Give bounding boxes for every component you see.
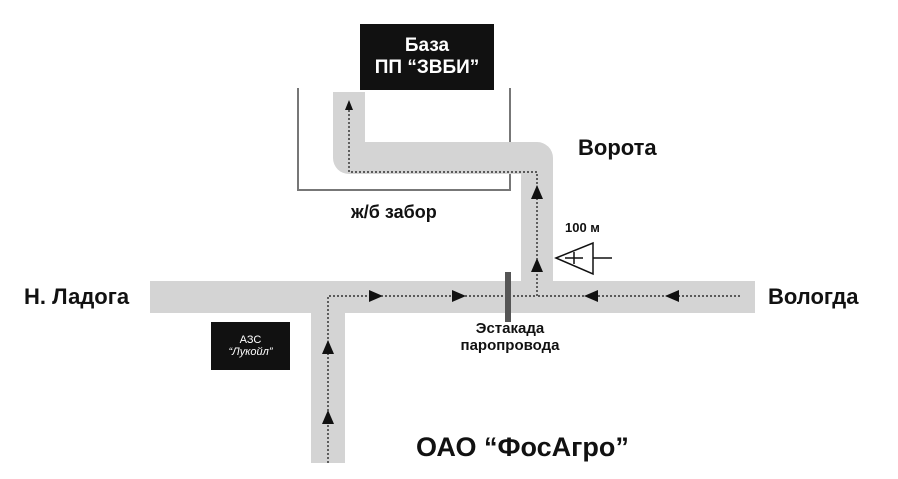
city-right-label: Вологда — [768, 284, 859, 309]
base-sign-line1: База — [404, 35, 450, 56]
overpass-label: Эстакада паропровода — [440, 320, 580, 354]
city-left-label: Н. Ладога — [24, 284, 130, 309]
fence-label: ж/б забор — [351, 202, 437, 222]
route-path — [327, 108, 740, 463]
gas-station-sign: АЗС “Лукойл” — [211, 322, 290, 370]
route-arrow-icon — [322, 100, 679, 424]
base-sign: База ПП “ЗВБИ” — [360, 24, 494, 90]
gate-label: Ворота — [578, 135, 657, 160]
distance-pointer-icon — [554, 241, 612, 276]
company-label: ОАО “ФосАгро” — [416, 432, 629, 462]
overpass-label-line1: Эстакада — [475, 320, 545, 337]
gas-station-line2: “Лукойл” — [228, 346, 273, 358]
south-road — [311, 281, 345, 463]
gas-station-line1: АЗС — [239, 334, 262, 346]
fence-line — [297, 88, 511, 191]
steam-overpass-bar — [505, 272, 511, 322]
overpass-label-line2: паропровода — [460, 336, 560, 354]
distance-label: 100 м — [565, 220, 600, 235]
base-sign-line2: ПП “ЗВБИ” — [374, 57, 480, 78]
